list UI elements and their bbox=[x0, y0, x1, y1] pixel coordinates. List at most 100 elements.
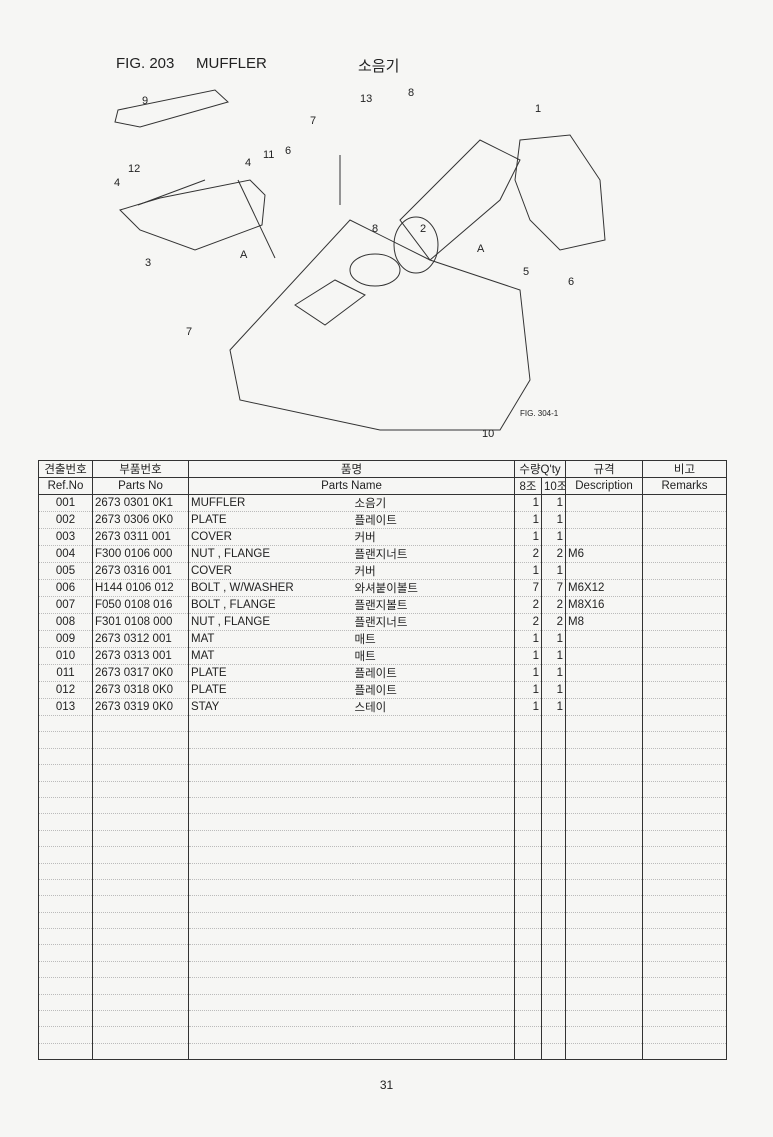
empty-cell bbox=[642, 912, 728, 930]
empty-cell bbox=[541, 1043, 567, 1061]
cell-remarks bbox=[642, 681, 728, 699]
empty-cell bbox=[642, 715, 728, 733]
cell-name: STAY bbox=[188, 698, 353, 716]
empty-cell bbox=[38, 912, 93, 930]
empty-cell bbox=[92, 928, 189, 946]
cell-no: 2673 0319 0K0 bbox=[92, 698, 189, 716]
cell-spec bbox=[565, 630, 644, 648]
cell-remarks bbox=[642, 494, 728, 512]
empty-cell bbox=[352, 1026, 516, 1044]
cell-ref: 006 bbox=[38, 579, 93, 597]
cell-q10: 1 bbox=[541, 647, 567, 665]
cell-ko: 와셔붙이볼트 bbox=[352, 579, 516, 597]
cell-ref: 004 bbox=[38, 545, 93, 563]
cell-remarks bbox=[642, 630, 728, 648]
empty-cell bbox=[188, 879, 353, 897]
cell-ko: 소음기 bbox=[352, 494, 516, 512]
empty-cell bbox=[188, 977, 353, 995]
empty-cell bbox=[38, 797, 93, 815]
cell-q8: 1 bbox=[514, 511, 543, 529]
empty-cell bbox=[514, 731, 543, 749]
cell-q10: 1 bbox=[541, 698, 567, 716]
cell-no: 2673 0311 001 bbox=[92, 528, 189, 546]
empty-cell bbox=[541, 764, 567, 782]
header-name: 품명 bbox=[187, 460, 516, 478]
cell-ko: 플레이트 bbox=[352, 511, 516, 529]
empty-cell bbox=[92, 912, 189, 930]
callout-8b: 8 bbox=[372, 223, 378, 235]
cell-no: 2673 0318 0K0 bbox=[92, 681, 189, 699]
empty-cell bbox=[38, 715, 93, 733]
empty-cell bbox=[642, 764, 728, 782]
empty-cell bbox=[352, 764, 516, 782]
empty-row bbox=[38, 994, 728, 1012]
empty-cell bbox=[38, 944, 93, 962]
empty-cell bbox=[92, 813, 189, 831]
empty-cell bbox=[565, 1026, 644, 1044]
callout-10: 10 bbox=[482, 428, 494, 440]
empty-cell bbox=[188, 830, 353, 848]
empty-cell bbox=[92, 994, 189, 1012]
cell-name: BOLT , W/WASHER bbox=[188, 579, 353, 597]
empty-row bbox=[38, 1026, 728, 1044]
cell-q8: 1 bbox=[514, 698, 543, 716]
cell-spec: M8X16 bbox=[565, 596, 644, 614]
cell-name: NUT , FLANGE bbox=[188, 545, 353, 563]
header-parts-no: 부품번호 bbox=[92, 460, 189, 478]
header-row-korean: 견출번호 부품번호 품명 수량Q'ty 규격 비고 bbox=[38, 460, 728, 478]
parts-table: 견출번호 부품번호 품명 수량Q'ty 규격 비고 Ref.No Parts N… bbox=[38, 460, 728, 1061]
empty-cell bbox=[565, 846, 644, 864]
callout-a-b: A bbox=[477, 243, 485, 255]
empty-cell bbox=[642, 748, 728, 766]
cell-q8: 1 bbox=[514, 681, 543, 699]
cell-ko: 플랜지볼트 bbox=[352, 596, 516, 614]
empty-cell bbox=[642, 928, 728, 946]
empty-row bbox=[38, 715, 728, 733]
empty-cell bbox=[352, 830, 516, 848]
empty-cell bbox=[541, 977, 567, 995]
cell-spec bbox=[565, 664, 644, 682]
empty-cell bbox=[565, 731, 644, 749]
empty-cell bbox=[92, 1010, 189, 1028]
empty-row bbox=[38, 928, 728, 946]
cell-q10: 1 bbox=[541, 664, 567, 682]
empty-row bbox=[38, 944, 728, 962]
header-qty8: 8조 bbox=[514, 477, 543, 495]
cell-ref: 009 bbox=[38, 630, 93, 648]
empty-cell bbox=[92, 781, 189, 798]
cell-ref: 001 bbox=[38, 494, 93, 512]
cell-remarks bbox=[642, 698, 728, 716]
callout-13: 13 bbox=[360, 93, 372, 105]
empty-cell bbox=[92, 895, 189, 913]
empty-cell bbox=[642, 813, 728, 831]
callout-a: A bbox=[240, 249, 248, 261]
empty-cell bbox=[514, 1026, 543, 1044]
header-ref: 견출번호 bbox=[38, 460, 93, 478]
cell-remarks bbox=[642, 528, 728, 546]
empty-cell bbox=[642, 797, 728, 815]
callout-6: 6 bbox=[285, 145, 291, 157]
callout-12: 12 bbox=[128, 163, 140, 175]
empty-cell bbox=[92, 879, 189, 897]
cell-ko: 커버 bbox=[352, 562, 516, 580]
empty-cell bbox=[92, 863, 189, 880]
cell-spec: M8 bbox=[565, 613, 644, 631]
cell-name: MUFFLER bbox=[188, 494, 353, 512]
empty-cell bbox=[541, 731, 567, 749]
empty-cell bbox=[642, 1010, 728, 1028]
cell-spec bbox=[565, 511, 644, 529]
empty-cell bbox=[352, 748, 516, 766]
empty-row bbox=[38, 863, 728, 880]
cell-ref: 011 bbox=[38, 664, 93, 682]
callout-7: 7 bbox=[310, 115, 316, 127]
empty-cell bbox=[541, 1010, 567, 1028]
hood-part-10 bbox=[229, 219, 531, 431]
empty-cell bbox=[514, 1043, 543, 1061]
cell-ref: 005 bbox=[38, 562, 93, 580]
empty-cell bbox=[642, 961, 728, 979]
cell-ref: 010 bbox=[38, 647, 93, 665]
cell-ko: 플레이트 bbox=[352, 664, 516, 682]
empty-cell bbox=[188, 994, 353, 1012]
